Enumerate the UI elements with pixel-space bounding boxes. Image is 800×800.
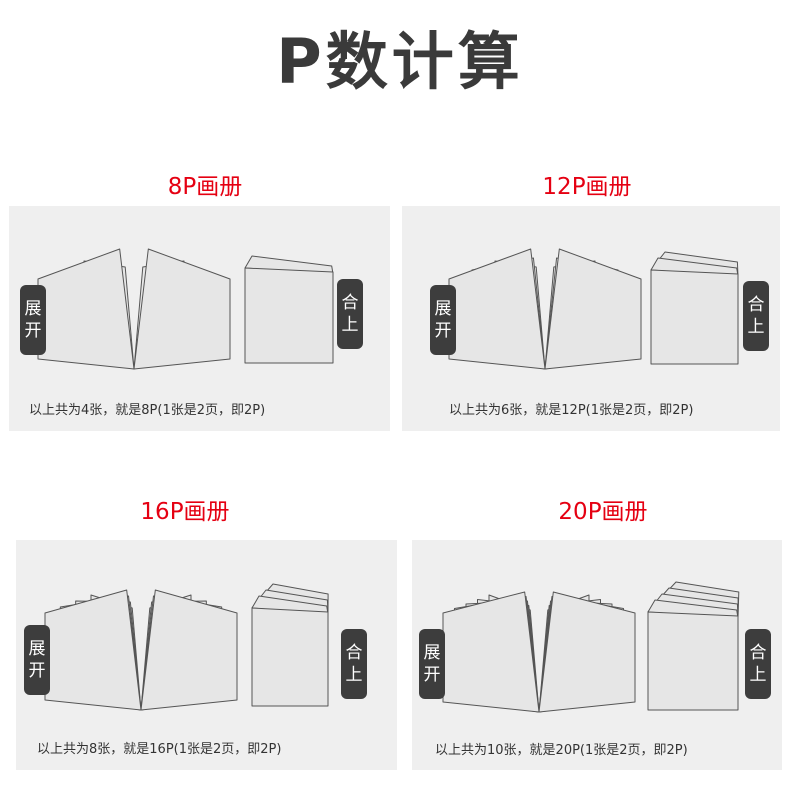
booklet-illustration — [448, 248, 739, 370]
closed-label: 合上 — [341, 629, 367, 699]
booklet-cover — [251, 607, 329, 707]
closed-booklet-drawing — [650, 251, 739, 365]
page-leaf — [140, 589, 238, 711]
panel-12p: 展开 合上 以上共为6张，就是12P(1张是2页，即2P) — [402, 206, 780, 431]
panel-heading-20p: 20P画册 — [558, 499, 648, 525]
page-leaf — [37, 248, 135, 370]
unfold-label: 展开 — [419, 629, 445, 699]
page-title: P数计算 — [276, 25, 524, 98]
booklet-cover — [650, 269, 739, 365]
unfold-label: 展开 — [20, 285, 46, 355]
panel-8p: 展开 合上 以上共为4张，就是8P(1张是2页，即2P) — [9, 206, 390, 431]
page-leaf — [538, 591, 636, 713]
panel-caption: 以上共为10张，就是20P(1张是2页，即2P) — [435, 743, 688, 758]
closed-booklet-drawing — [251, 583, 329, 707]
booklet-cover — [244, 267, 334, 364]
unfold-label: 展开 — [24, 625, 50, 695]
panel-caption: 以上共为6张，就是12P(1张是2页，即2P) — [449, 403, 694, 418]
open-booklet-drawing — [448, 248, 642, 370]
panel-heading-16p: 16P画册 — [140, 499, 230, 525]
closed-booklet-drawing — [647, 581, 740, 711]
closed-label: 合上 — [743, 281, 769, 351]
closed-booklet-drawing — [244, 255, 334, 364]
panel-caption: 以上共为4张，就是8P(1张是2页，即2P) — [29, 403, 266, 418]
open-booklet-drawing — [37, 248, 231, 370]
booklet-illustration — [442, 581, 740, 713]
open-booklet-drawing — [44, 589, 238, 711]
panel-20p: 展开 合上 以上共为10张，就是20P(1张是2页，即2P) — [412, 540, 782, 770]
panel-caption: 以上共为8张，就是16P(1张是2页，即2P) — [37, 742, 282, 757]
closed-label: 合上 — [745, 629, 771, 699]
panel-heading-12p: 12P画册 — [542, 174, 632, 200]
closed-label: 合上 — [337, 279, 363, 349]
page-leaf — [133, 248, 231, 370]
booklet-illustration — [37, 248, 334, 370]
panel-heading-8p: 8P画册 — [167, 174, 243, 200]
page-leaf — [448, 248, 546, 370]
open-booklet-drawing — [442, 591, 636, 713]
booklet-cover — [647, 611, 739, 711]
booklet-illustration — [44, 583, 329, 711]
page-leaf — [442, 591, 540, 713]
panel-16p: 展开 合上 以上共为8张，就是16P(1张是2页，即2P) — [16, 540, 397, 770]
page-leaf — [544, 248, 642, 370]
unfold-label: 展开 — [430, 285, 456, 355]
page-leaf — [44, 589, 142, 711]
